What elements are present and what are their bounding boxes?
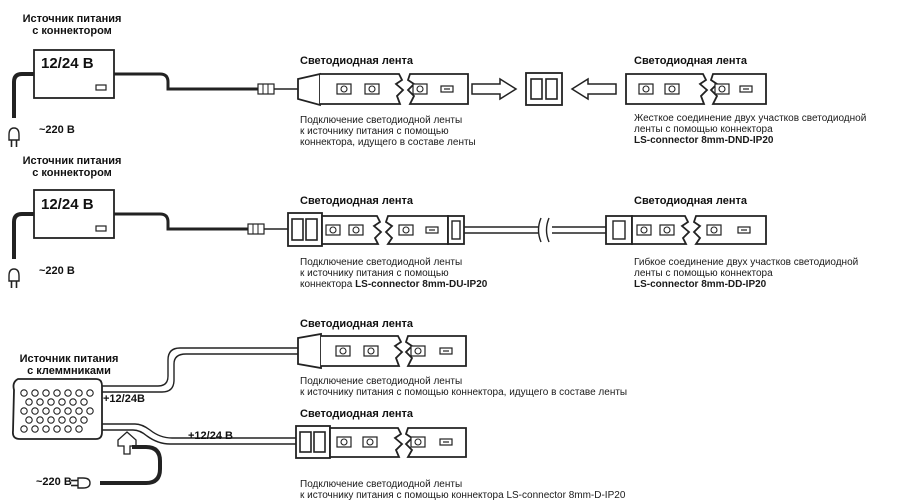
- row1-psu-voltage: 12/24 В: [41, 55, 94, 72]
- row1-desc-b-line1: Жесткое соединение двух участков светоди…: [634, 113, 867, 124]
- row1-psu-title-line1: Источник питания: [22, 13, 122, 25]
- row1-psu-connector: [257, 83, 298, 95]
- row1-desc-a-line2: к источнику питания с помощью: [300, 126, 449, 137]
- row2-psu-title: Источник питания с коннектором: [2, 155, 142, 179]
- row3-plus-voltage-1: +12/24В: [103, 393, 145, 405]
- row1-arrow-right: [471, 77, 518, 101]
- row3-strip-b-title: Светодиодная лента: [300, 408, 413, 420]
- row3-mains-cable: [100, 445, 162, 485]
- row2-mains-plug-icon: [8, 268, 20, 289]
- row3-terminal-power-supply: [11, 378, 103, 440]
- row2-psu-voltage: 12/24 В: [41, 196, 94, 213]
- row2-desc-a-line2: к источнику питания с помощью: [300, 268, 449, 279]
- row3-d-connector: [295, 425, 331, 459]
- row3-desc-b-line1: Подключение светодиодной ленты: [300, 479, 463, 490]
- row1-psu-cable: [114, 72, 258, 91]
- row2-desc-b-line2: ленты с помощью коннектора: [634, 268, 773, 279]
- row3-input-arrow-icon: [117, 431, 137, 455]
- row3-desc-b-line2: к источнику питания с помощью коннектора…: [300, 490, 626, 501]
- row2-desc-b-line1: Гибкое соединение двух участков светодио…: [634, 257, 859, 268]
- row1-psu-title-line2: с коннектором: [32, 25, 112, 37]
- row2-strip-a-title: Светодиодная лента: [300, 195, 413, 207]
- row1-desc-b-line2: ленты с помощью коннектора: [634, 124, 773, 135]
- row2-desc-a-line3: коннектора LS-connector 8mm-DU-IP20: [300, 279, 487, 290]
- row3-strip-b: [329, 427, 467, 458]
- row2-psu-connector: [247, 223, 288, 235]
- row1-desc-b: Жесткое соединение двух участков светоди…: [634, 113, 866, 146]
- row3-desc-a: Подключение светодиодной ленты к источни…: [300, 376, 627, 398]
- row1-strip-a: [297, 72, 469, 107]
- row2-desc-b: Гибкое соединение двух участков светодио…: [634, 257, 858, 290]
- row2-psu-cable: [114, 212, 248, 231]
- row2-strip-a: [321, 215, 449, 245]
- row3-mains-plug-icon: [70, 477, 91, 489]
- row3-desc-a-line1: Подключение светодиодной ленты: [300, 376, 463, 387]
- row3-mains-label: ~220 В: [36, 476, 72, 488]
- row1-strip-a-title: Светодиодная лента: [300, 55, 413, 67]
- row3-strip-a: [297, 332, 467, 370]
- row1-mains-label: ~220 В: [39, 124, 75, 136]
- row2-flexible-wire: [464, 217, 606, 243]
- row2-mains-cable: [12, 212, 34, 259]
- row1-arrow-left: [570, 77, 617, 101]
- row2-psu-title-line2: с коннектором: [32, 167, 112, 179]
- row1-desc-b-model: LS-connector 8mm-DND-IP20: [634, 135, 774, 146]
- row1-desc-a-line3: коннектора, идущего в составе ленты: [300, 137, 476, 148]
- row2-desc-a: Подключение светодиодной ленты к источни…: [300, 257, 487, 290]
- row2-desc-a-model: LS-connector 8mm-DU-IP20: [355, 279, 488, 290]
- row2-mains-label: ~220 В: [39, 265, 75, 277]
- row1-desc-a: Подключение светодиодной ленты к источни…: [300, 115, 476, 148]
- row2-du-connector: [287, 212, 323, 247]
- row2-dd-connector-left: [447, 215, 465, 245]
- row2-strip-b: [631, 215, 767, 245]
- row1-desc-a-line1: Подключение светодиодной ленты: [300, 115, 463, 126]
- row2-psu-title-line1: Источник питания: [22, 155, 122, 167]
- row2-desc-a-prefix: коннектора: [300, 279, 356, 290]
- row3-psu-title: Источник питания с клеммниками: [0, 353, 138, 377]
- row1-mains-cable: [12, 72, 34, 118]
- row2-dd-connector-right: [605, 215, 633, 245]
- row2-desc-a-line1: Подключение светодиодной ленты: [300, 257, 463, 268]
- row1-mains-plug-icon: [8, 127, 20, 148]
- row2-strip-b-title: Светодиодная лента: [634, 195, 747, 207]
- row1-power-supply: [33, 49, 115, 99]
- row3-psu-title-line2: с клеммниками: [27, 365, 111, 377]
- row1-dnd-connector: [525, 72, 563, 106]
- row1-strip-b-title: Светодиодная лента: [634, 55, 747, 67]
- row3-cable-to-strip-b: [102, 423, 296, 445]
- row1-strip-b: [625, 73, 767, 105]
- row3-strip-a-title: Светодиодная лента: [300, 318, 413, 330]
- row2-desc-b-model: LS-connector 8mm-DD-IP20: [634, 279, 767, 290]
- row1-psu-title: Источник питания с коннектором: [2, 13, 142, 37]
- row3-desc-a-line2: к источнику питания с помощью коннектора…: [300, 387, 628, 398]
- row3-cable-to-strip-a: [102, 347, 298, 393]
- row3-desc-b: Подключение светодиодной ленты к источни…: [300, 479, 625, 501]
- row3-psu-title-line1: Источник питания: [19, 353, 119, 365]
- row3-plus-voltage-2: +12/24 В: [188, 430, 233, 442]
